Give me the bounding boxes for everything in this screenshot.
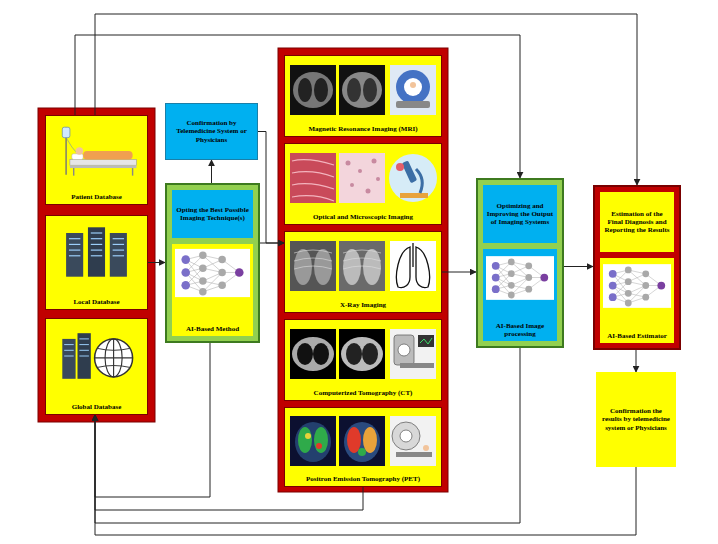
flow-arrow bbox=[148, 262, 165, 263]
flow-arrow bbox=[564, 266, 593, 267]
node-text: X-Ray Imaging bbox=[288, 301, 438, 309]
flow-arrow bbox=[260, 243, 284, 244]
microscopy-illustration bbox=[288, 147, 438, 209]
flow-arrow bbox=[258, 132, 284, 244]
confirmation-box: Confirmation by Telemedicine System or P… bbox=[165, 103, 258, 160]
heading-panel: Estimation of the Final Diagnosis and Re… bbox=[600, 192, 674, 252]
ct-illustration bbox=[288, 323, 438, 385]
neural-network-icon bbox=[603, 261, 671, 311]
pet-illustration bbox=[288, 411, 438, 471]
node-text: Confirmation by Telemedicine System or P… bbox=[170, 119, 253, 143]
estimator-box: Estimation of the Final Diagnosis and Re… bbox=[593, 185, 681, 350]
confirmation-box: Confirmation the results by telemedicine… bbox=[596, 372, 676, 467]
flow-arrow bbox=[211, 160, 212, 183]
node-text: Confirmation the results by telemedicine… bbox=[600, 407, 672, 431]
node-text: Positron Emission Tomography (PET) bbox=[288, 475, 438, 483]
neural-network-icon bbox=[175, 247, 250, 299]
node-text: Magnetic Resonance Imaging (MRI) bbox=[288, 125, 438, 133]
database-column bbox=[38, 108, 155, 422]
node-text: Opting the Best Possible Imaging Techniq… bbox=[175, 206, 250, 222]
mri-illustration bbox=[288, 59, 438, 121]
server-illustration bbox=[49, 219, 144, 285]
image-processing-box: Optimizing and Improving the Output of I… bbox=[476, 178, 564, 348]
global-database-illustration bbox=[49, 322, 144, 390]
imaging-box: Computerized Tomography (CT) bbox=[284, 319, 442, 401]
flow-arrow bbox=[95, 415, 636, 535]
node-text: AI-Based Image processing bbox=[486, 322, 554, 338]
method-panel: AI-Based Image processing bbox=[483, 249, 557, 341]
imaging-column bbox=[278, 48, 448, 492]
node-text: AI-Based Method bbox=[175, 325, 250, 333]
database-box: Patient Database bbox=[45, 115, 148, 205]
node-text: Estimation of the Final Diagnosis and Re… bbox=[603, 210, 671, 234]
imaging-box: Magnetic Resonance Imaging (MRI) bbox=[284, 55, 442, 137]
node-text: Optical and Microscopic Imaging bbox=[288, 213, 438, 221]
flow-arrow bbox=[442, 272, 476, 273]
flow-arrow bbox=[95, 415, 363, 510]
imaging-box: X-Ray Imaging bbox=[284, 231, 442, 313]
heading-panel: Opting the Best Possible Imaging Techniq… bbox=[172, 190, 253, 238]
ai-method-box: Opting the Best Possible Imaging Techniq… bbox=[165, 183, 260, 343]
heading-panel: Optimizing and Improving the Output of I… bbox=[483, 185, 557, 243]
imaging-box: Optical and Microscopic Imaging bbox=[284, 143, 442, 225]
node-text: Patient Database bbox=[49, 193, 144, 201]
method-panel: AI-Based Method bbox=[172, 244, 253, 336]
node-text: Optimizing and Improving the Output of I… bbox=[486, 202, 554, 226]
database-box: Global Database bbox=[45, 318, 148, 415]
node-text: AI-Based Estimator bbox=[603, 332, 671, 340]
node-text: Computerized Tomography (CT) bbox=[288, 389, 438, 397]
imaging-box: Positron Emission Tomography (PET) bbox=[284, 407, 442, 487]
node-text: Local Database bbox=[49, 298, 144, 306]
flow-arrow bbox=[636, 350, 637, 372]
patient-illustration bbox=[49, 119, 144, 181]
database-box: Local Database bbox=[45, 215, 148, 310]
xray-illustration bbox=[288, 235, 438, 297]
neural-network-icon bbox=[486, 252, 554, 304]
method-panel: AI-Based Estimator bbox=[600, 258, 674, 343]
node-text: Global Database bbox=[49, 403, 144, 411]
